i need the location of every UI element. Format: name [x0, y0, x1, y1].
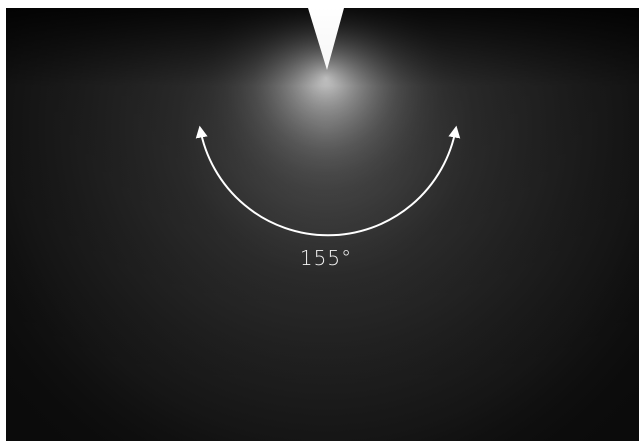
beam-angle-label: 155° — [300, 246, 352, 270]
beam-angle-diagram: 155° — [6, 8, 639, 441]
beam-angle-illustration: 155° — [6, 8, 639, 441]
top-shadow — [6, 8, 639, 441]
